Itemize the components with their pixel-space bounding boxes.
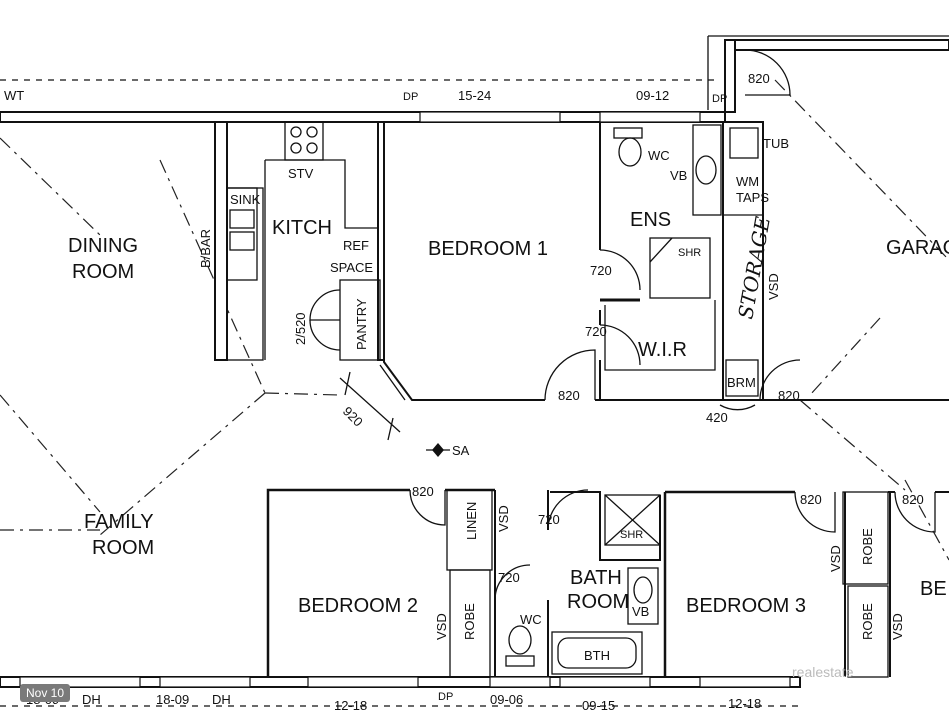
dim-2-520-pantry: 2/520 [293, 312, 308, 345]
garage-partial-label: GARAG [886, 237, 949, 259]
window-12-18-a: 12-18 [334, 698, 367, 712]
vsd-label-laundry: VSD [766, 273, 781, 300]
dim-820-laundry: 820 [778, 388, 800, 403]
ensuite-shower-label: SHR [678, 247, 701, 259]
broom-cupboard-label: BRM [727, 375, 756, 390]
dim-820-bed4: 820 [902, 492, 924, 507]
bath-vanity-label: VB [632, 604, 649, 619]
door-swings [309, 49, 936, 601]
vsd-label-bed4: VSD [890, 613, 905, 640]
sink-label: SINK [230, 192, 261, 207]
dim-820-bed3: 820 [800, 492, 822, 507]
fridge-space-label-1: REF [343, 238, 369, 253]
window-09-06: 09-06 [490, 692, 523, 707]
watermark-logo: realestate [792, 664, 854, 680]
vsd-label-bed2: VSD [434, 613, 449, 640]
date-badge: Nov 10 [20, 684, 71, 702]
smoke-alarm-icon [426, 443, 450, 457]
downpipe-label-2: DP [712, 93, 727, 105]
robe-label-bed3-lower: ROBE [860, 603, 875, 640]
dim-720-wir: 720 [585, 324, 607, 339]
window-15-24: 15-24 [458, 88, 491, 103]
dim-820-garage: 820 [748, 71, 770, 86]
window-dh-b: DH [212, 692, 231, 707]
dim-720-bath: 720 [538, 512, 560, 527]
dim-720-wc: 720 [498, 570, 520, 585]
ensuite-label: ENS [630, 209, 671, 231]
dim-420-brm: 420 [706, 410, 728, 425]
downpipe-label-1: DP [403, 91, 418, 103]
dim-720-ensuite: 720 [590, 263, 612, 278]
family-room-label-2: ROOM [92, 537, 154, 559]
walk-in-robe-label: W.I.R [638, 339, 687, 361]
window-09-15: 09-15 [582, 698, 615, 712]
breakfast-bar-label: B/BAR [198, 229, 213, 268]
downpipe-label-3: DP [438, 691, 453, 703]
vsd-label-linen: VSD [496, 505, 511, 532]
tub-label: TUB [763, 136, 789, 151]
bedroom-4-partial-label: BE [920, 578, 947, 600]
bathroom-label-1: BATH [570, 567, 622, 589]
dim-820-bed2: 820 [412, 484, 434, 499]
bedroom-1-label: BEDROOM 1 [428, 238, 548, 260]
washing-machine-taps-label-2: TAPS [736, 190, 769, 205]
family-room-label-1: FAMILY [84, 511, 154, 533]
bedroom-2-label: BEDROOM 2 [298, 595, 418, 617]
dining-room-label-2: ROOM [72, 261, 134, 283]
stove-label: STV [288, 166, 314, 181]
smoke-alarm-label: SA [452, 443, 470, 458]
robe-label-bed3-upper: ROBE [860, 528, 875, 565]
window-09-12: 09-12 [636, 88, 669, 103]
window-18-09-b: 18-09 [156, 692, 189, 707]
kitchen-label: KITCH [272, 217, 332, 239]
wc-label: WC [520, 612, 542, 627]
walls [0, 35, 949, 707]
dining-room-label-1: DINING [68, 235, 138, 257]
wt-label: WT [4, 88, 24, 103]
window-dh-a: DH [82, 692, 101, 707]
fridge-space-label-2: SPACE [330, 260, 373, 275]
pantry-label: PANTRY [354, 298, 369, 350]
linen-label: LINEN [464, 502, 479, 540]
ensuite-wc-label: WC [648, 148, 670, 163]
robe-label-bed2: ROBE [462, 603, 477, 640]
dim-920-entry: 920 [340, 404, 366, 430]
bathroom-label-2: ROOM [567, 591, 629, 613]
window-12-18-b: 12-18 [728, 696, 761, 711]
dim-820-bed1: 820 [558, 388, 580, 403]
storage-label: STORAGE [733, 214, 775, 321]
zone-lines [0, 79, 949, 561]
ensuite-vanity-label: VB [670, 168, 687, 183]
washing-machine-taps-label-1: WM [736, 174, 759, 189]
bath-tub-label: BTH [584, 648, 610, 663]
vsd-label-bed3: VSD [828, 545, 843, 572]
bedroom-3-label: BEDROOM 3 [686, 595, 806, 617]
bath-shower-label: SHR [620, 529, 643, 541]
